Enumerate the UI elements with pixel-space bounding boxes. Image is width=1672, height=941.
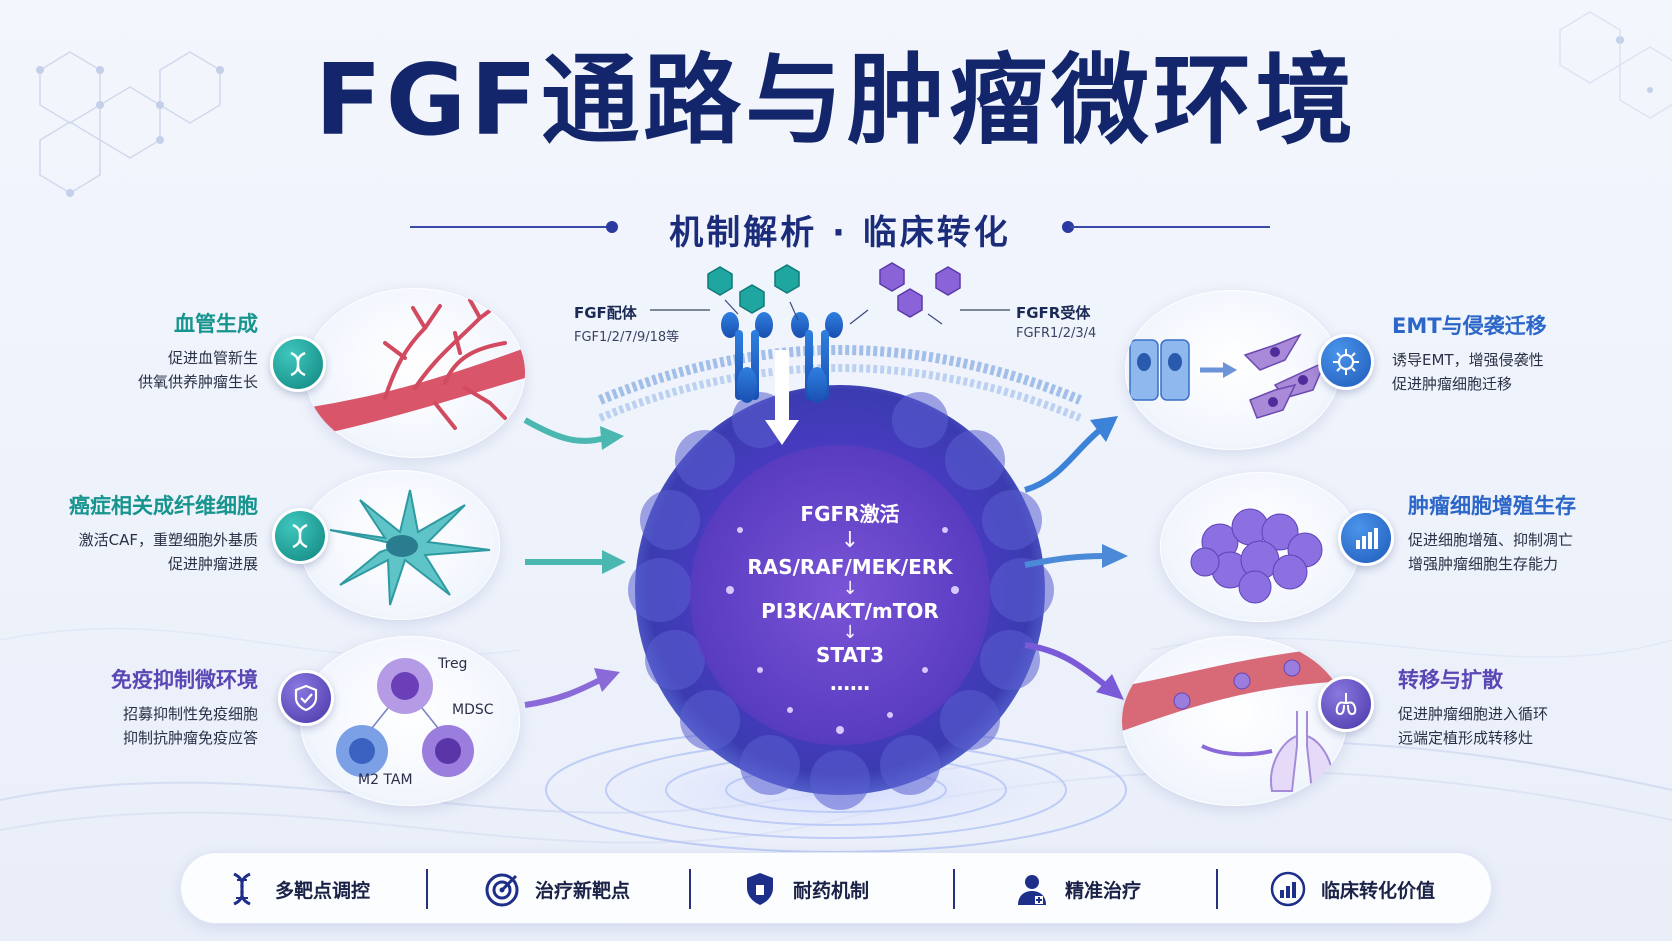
right-item-line: 促进肿瘤细胞迁移 (1392, 375, 1513, 393)
left-item-title: 癌症相关成纤维细胞 (69, 494, 258, 518)
left-arrows (523, 417, 626, 708)
dna-icon (270, 336, 326, 392)
left-item-line: 促进肿瘤进展 (167, 555, 258, 573)
right-item-emt: EMT与侵袭迁移 诱导EMT，增强侵袭性 促进肿瘤细胞迁移 (1392, 310, 1622, 396)
pathway-arrow: ↓ (842, 578, 858, 599)
right-item-title: EMT与侵袭迁移 (1392, 314, 1547, 338)
right-item-line: 远端定植形成转移灶 (1398, 729, 1534, 747)
tumor-cell-diagram (598, 312, 1082, 810)
subtitle-divider-left (410, 226, 610, 228)
immune-cells-illustration (300, 636, 520, 806)
ligand-label: FGF配体 (574, 304, 637, 322)
left-item-line: 激活CAF，重塑细胞外基质 (78, 531, 258, 549)
left-item-title: 免疫抑制微环境 (111, 668, 258, 692)
bar-chart-icon (1270, 871, 1306, 907)
blood-vessel-illustration (305, 288, 525, 458)
left-item-line: 抑制抗肿瘤免疫应答 (122, 729, 258, 747)
bottom-item-label: 治疗新靶点 (535, 879, 631, 902)
bottom-item-new-target: 治疗新靶点 (483, 853, 630, 925)
fibroblast-illustration (300, 470, 500, 620)
shield-icon (747, 873, 773, 905)
bottom-item-resistance: 耐药机制 (741, 853, 869, 925)
bottom-item-precision: 精准治疗 (1013, 853, 1141, 925)
ligand-leader-line (650, 309, 710, 311)
fgfr-receptor-left (721, 312, 773, 403)
fgfr-receptor-molecules (879, 262, 961, 318)
left-item-immune: 免疫抑制微环境 招募抑制性免疫细胞 抑制抗肿瘤免疫应答 (28, 664, 258, 750)
bottom-item-label: 精准治疗 (1065, 879, 1142, 902)
bottom-item-clinical: 临床转化价值 (1269, 853, 1435, 925)
subtitle-dot-right (1062, 221, 1074, 233)
receptor-leader-line (960, 309, 1010, 311)
right-item-title: 转移与扩散 (1398, 668, 1503, 692)
dna-icon (272, 508, 328, 564)
bottom-item-label: 临床转化价值 (1321, 879, 1436, 902)
virus-icon (1318, 334, 1374, 390)
right-arrows (1024, 416, 1128, 700)
signaling-pathway: FGFR激活 ↓ RAS/RAF/MEK/ERK ↓ PI3K/AKT/mTOR… (700, 498, 1000, 695)
emt-illustration (1125, 290, 1340, 450)
right-item-metastasis: 转移与扩散 促进肿瘤细胞进入循环 远端定植形成转移灶 (1398, 664, 1628, 750)
page-title: FGF通路与肿瘤微环境 (314, 44, 1358, 158)
pathway-head: FGFR激活 (800, 502, 900, 526)
subtitle-dot-left (606, 221, 618, 233)
pathway-step: …… (830, 671, 870, 695)
right-item-line: 增强肿瘤细胞生存能力 (1408, 555, 1559, 573)
doctor-icon (1018, 875, 1046, 905)
bottom-item-label: 多靶点调控 (275, 879, 371, 902)
pathway-step: RAS/RAF/MEK/ERK (747, 555, 953, 579)
dna-icon (233, 872, 251, 906)
receptor-label: FGFR受体 (1016, 304, 1091, 322)
ligand-sublabel: FGF1/2/7/9/18等 (574, 330, 680, 345)
left-item-title: 血管生成 (174, 312, 258, 336)
right-item-line: 促进肿瘤细胞进入循环 (1398, 705, 1549, 723)
pathway-arrow: ↓ (840, 528, 860, 553)
mdsc-label: MDSC (452, 702, 494, 718)
lungs-icon (1318, 676, 1374, 732)
left-item-line: 促进血管新生 (167, 349, 258, 367)
right-item-proliferation: 肿瘤细胞增殖生存 促进细胞增殖、抑制凋亡 增强肿瘤细胞生存能力 (1408, 490, 1638, 576)
shield-icon (278, 670, 334, 726)
m2-tam-label: M2 TAM (358, 772, 413, 788)
bottom-item-multi-target: 多靶点调控 (223, 853, 370, 925)
tumor-cell-body (628, 385, 1054, 810)
bottom-separator (953, 869, 955, 909)
metastasis-illustration (1122, 636, 1347, 806)
pathway-step: PI3K/AKT/mTOR (761, 599, 939, 623)
right-item-line: 诱导EMT，增强侵袭性 (1392, 351, 1544, 369)
pathway-arrow: ↓ (842, 622, 858, 643)
subtitle-row: 机制解析 · 临床转化 (410, 205, 1270, 253)
page-subtitle: 机制解析 · 临床转化 (669, 213, 1011, 253)
fgf-ligand-molecules (707, 264, 800, 314)
left-item-angiogenesis: 血管生成 促进血管新生 供氧供养肿瘤生长 (28, 308, 258, 394)
receptor-sublabel: FGFR1/2/3/4 (1016, 326, 1097, 341)
left-item-line: 供氧供养肿瘤生长 (137, 373, 258, 391)
ligand-molecules (707, 262, 961, 325)
bottom-item-label: 耐药机制 (793, 879, 870, 902)
bottom-separator (1216, 869, 1218, 909)
bottom-separator (426, 869, 428, 909)
left-item-line: 招募抑制性免疫细胞 (122, 705, 258, 723)
right-item-line: 促进细胞增殖、抑制凋亡 (1408, 531, 1574, 549)
proliferation-illustration (1160, 472, 1360, 622)
treg-label: Treg (438, 656, 468, 672)
subtitle-divider-right (1070, 226, 1270, 228)
bottom-feature-bar: 多靶点调控 治疗新靶点 耐药机制 精准治疗 临床转化价值 (180, 852, 1492, 924)
fgfr-receptor-right (791, 312, 843, 403)
right-item-title: 肿瘤细胞增殖生存 (1408, 494, 1576, 518)
left-item-caf: 癌症相关成纤维细胞 激活CAF，重塑细胞外基质 促进肿瘤进展 (28, 490, 258, 576)
bottom-separator (689, 869, 691, 909)
target-icon (485, 873, 519, 907)
pathway-step: STAT3 (816, 643, 884, 667)
bar-chart-icon (1338, 510, 1394, 566)
